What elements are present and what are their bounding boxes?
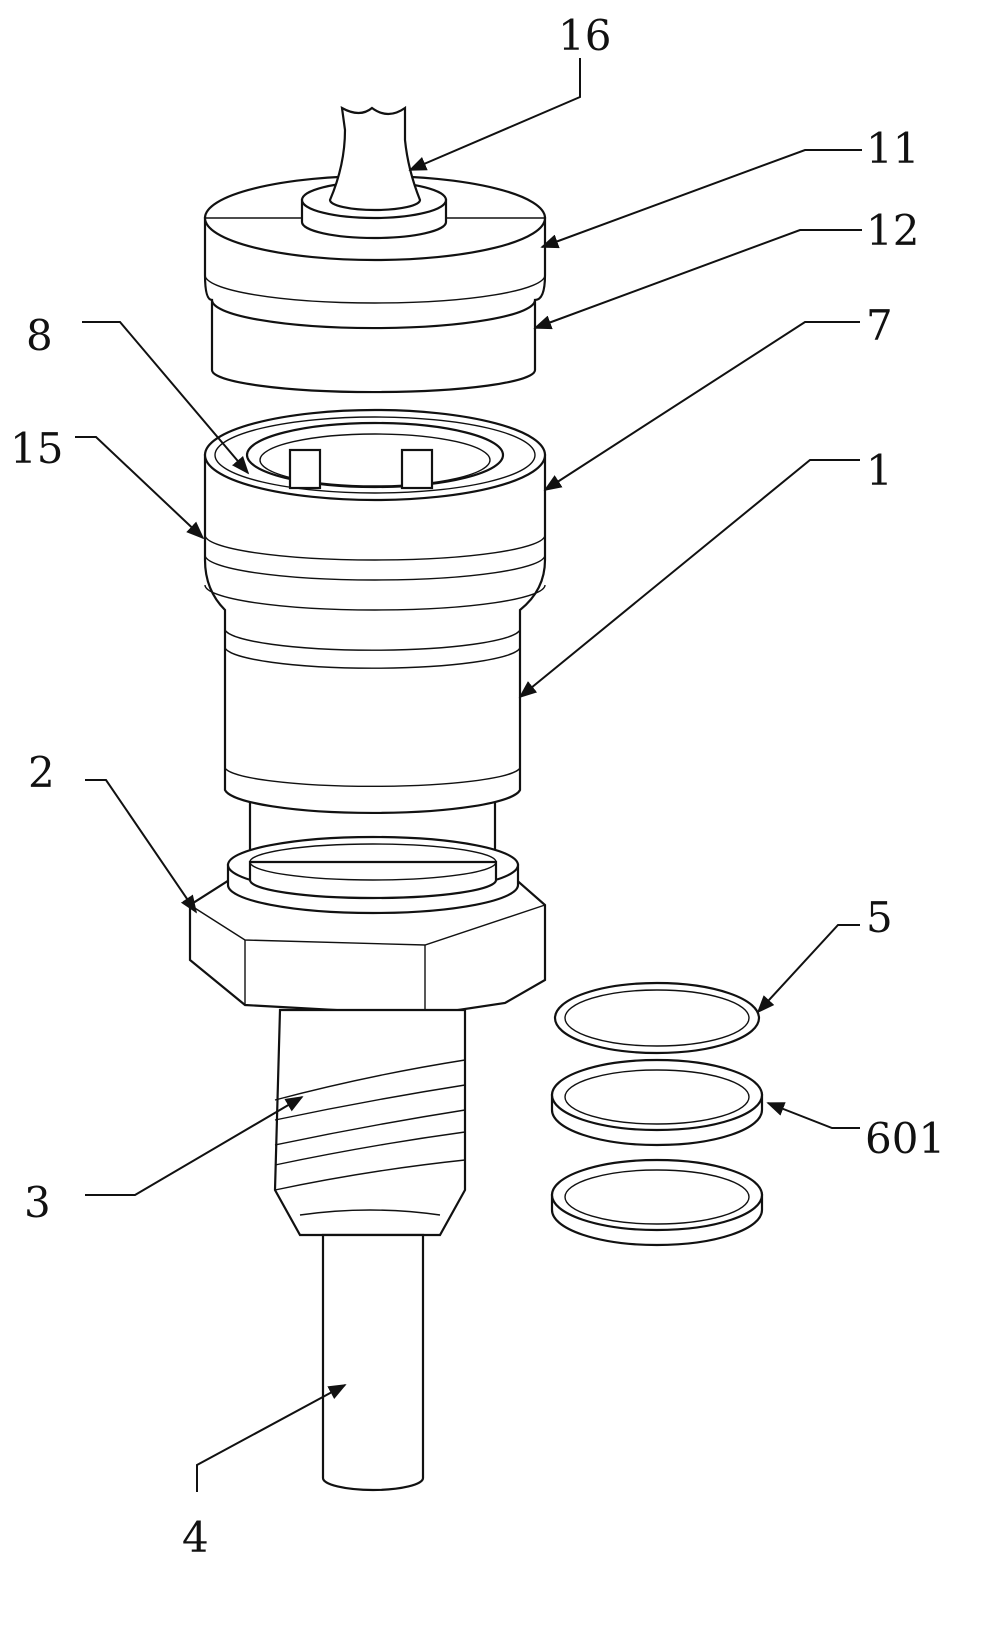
seal-rings <box>552 983 762 1245</box>
hex-nut <box>190 837 545 1015</box>
label-1: 1 <box>866 446 893 495</box>
label-11: 11 <box>866 124 919 173</box>
label-601: 601 <box>865 1114 945 1163</box>
label-3: 3 <box>24 1178 51 1227</box>
label-8: 8 <box>26 311 53 360</box>
label-7: 7 <box>866 301 893 350</box>
cap-assembly <box>205 108 545 392</box>
body-assembly <box>205 410 545 900</box>
threaded-shank <box>275 1010 465 1235</box>
label-5: 5 <box>866 893 893 942</box>
label-15: 15 <box>10 424 63 473</box>
label-4: 4 <box>182 1513 209 1562</box>
label-16: 16 <box>558 11 611 60</box>
probe-rod <box>323 1235 423 1490</box>
label-12: 12 <box>866 206 919 255</box>
label-2: 2 <box>28 748 55 797</box>
